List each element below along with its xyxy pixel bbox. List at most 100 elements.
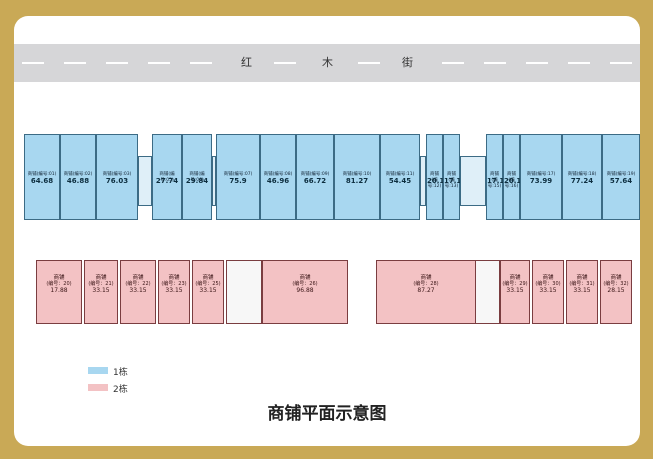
shop-unit-area: 64.68: [30, 177, 54, 185]
legend-label-building-1: 1栋: [113, 368, 128, 378]
shop-unit-name: 商铺: [542, 275, 554, 281]
shop-unit-building-1[interactable]: 商铺(编号:17)73.99: [520, 134, 562, 220]
shop-unit-name: 商铺: [576, 275, 588, 281]
shop-unit-building-1[interactable]: 商铺(编号:06)29.84: [182, 134, 212, 220]
shop-unit-number: 商铺(编号:17): [526, 172, 556, 177]
shop-unit-building-2[interactable]: 商铺(编号：26)96.88: [262, 260, 348, 324]
shop-unit-building-1[interactable]: 商铺(编号:16)20.13: [503, 134, 527, 220]
shop-unit-area: 87.27: [417, 287, 435, 294]
shop-unit-number: 商铺(编号:06): [189, 172, 205, 183]
shop-unit-number: (编号：23): [161, 281, 187, 287]
shop-unit-area: 27.74: [155, 177, 179, 185]
shop-unit-number: (编号：28): [413, 281, 439, 287]
shop-unit-number: (编号：21): [88, 281, 114, 287]
shop-unit-area: 57.64: [609, 177, 633, 185]
shop-unit-name: 商铺: [53, 275, 65, 281]
shop-unit-area: 33.15: [165, 287, 183, 294]
shop-unit-area: 17.88: [50, 287, 68, 294]
shop-unit-building-1[interactable]: 商铺(编号:09)66.72: [296, 134, 334, 220]
lane-marking: [610, 62, 632, 64]
shop-unit-building-2[interactable]: 商铺(编号：30)33.15: [532, 260, 564, 324]
shop-unit-name: 商铺: [299, 275, 311, 281]
shop-unit-building-1[interactable]: 商铺(编号:13)17.18: [443, 134, 467, 220]
shop-unit-area: 29.84: [185, 177, 209, 185]
shop-unit-area: 76.03: [105, 177, 129, 185]
shop-unit-number: 商铺(编号:07): [223, 172, 253, 177]
shop-unit-number: 商铺(编号:02): [63, 172, 93, 177]
shop-unit-building-1[interactable]: 商铺(编号:18)77.24: [562, 134, 602, 220]
stairwell: [420, 156, 426, 206]
shop-unit-building-2[interactable]: 商铺(编号：28)87.27: [376, 260, 476, 324]
shop-unit-name: 商铺: [509, 275, 521, 281]
shop-unit-area: 33.15: [129, 287, 147, 294]
shop-unit-number: (编号：26): [292, 281, 318, 287]
shop-unit-area: 73.99: [529, 177, 553, 185]
shop-unit-building-1[interactable]: 商铺(编号:02)46.88: [60, 134, 96, 220]
shop-unit-building-2[interactable]: 商铺(编号：25)33.15: [192, 260, 224, 324]
shop-unit-area: 46.96: [266, 177, 290, 185]
street-name-char: 街: [402, 56, 413, 69]
shop-unit-number: 商铺(编号:12): [427, 172, 442, 189]
lane-marking: [64, 62, 86, 64]
shop-unit-area: 17.18: [487, 177, 510, 185]
legend-swatch-building-2: [88, 384, 108, 391]
shop-unit-area: 66.72: [303, 177, 327, 185]
shop-unit-area: 33.15: [539, 287, 557, 294]
shop-unit-building-2[interactable]: 商铺(编号：21)33.15: [84, 260, 118, 324]
shop-unit-number: (编号：30): [535, 281, 561, 287]
shop-unit-number: 商铺(编号:11): [385, 172, 415, 177]
shop-unit-building-1[interactable]: 商铺(编号:15)17.18: [486, 134, 510, 220]
shop-unit-building-1[interactable]: 商铺(编号:03)76.03: [96, 134, 138, 220]
street-name-char: 木: [322, 56, 333, 69]
shop-unit-building-1[interactable]: 商铺(编号:19)57.64: [602, 134, 640, 220]
shop-unit-building-1[interactable]: 商铺(编号:12)20.13: [426, 134, 450, 220]
shop-unit-area: 28.15: [607, 287, 625, 294]
shop-unit-area: 96.88: [296, 287, 314, 294]
shop-unit-number: (编号：22): [125, 281, 151, 287]
stairwell: [138, 156, 152, 206]
shop-unit-number: (编号：32): [603, 281, 629, 287]
street: 红 木 街: [14, 44, 640, 82]
shop-unit-name: 商铺: [168, 275, 180, 281]
shop-unit-building-2[interactable]: 商铺(编号：20)17.88: [36, 260, 82, 324]
shop-unit-name: 商铺: [420, 275, 432, 281]
shop-unit-area: 54.45: [388, 177, 412, 185]
shop-unit-building-1[interactable]: 商铺(编号:10)81.27: [334, 134, 380, 220]
shop-unit-number: 商铺(编号:03): [102, 172, 132, 177]
shop-unit-building-1[interactable]: 商铺(编号:05)27.74: [152, 134, 182, 220]
shop-unit-number: (编号：25): [195, 281, 221, 287]
shop-unit-name: 商铺: [202, 275, 214, 281]
shop-unit-building-1[interactable]: 商铺(编号:11)54.45: [380, 134, 420, 220]
lane-marking: [526, 62, 548, 64]
passageway: [226, 260, 262, 324]
legend-swatch-building-1: [88, 367, 108, 374]
shop-unit-building-2[interactable]: 商铺(编号：22)33.15: [120, 260, 156, 324]
shop-unit-area: 17.18: [444, 177, 467, 185]
lane-marking: [22, 62, 44, 64]
shop-unit-building-2[interactable]: 商铺(编号：23)33.15: [158, 260, 190, 324]
shop-unit-number: 商铺(编号:16): [504, 172, 519, 189]
shop-unit-name: 商铺: [610, 275, 622, 281]
shop-unit-area: 81.27: [345, 177, 369, 185]
shop-unit-area: 46.88: [66, 177, 90, 185]
shop-unit-number: (编号：20): [46, 281, 72, 287]
shop-unit-name: 商铺: [132, 275, 144, 281]
shop-unit-building-1[interactable]: 商铺(编号:01)64.68: [24, 134, 60, 220]
shop-unit-area: 20.13: [504, 177, 527, 185]
shop-unit-area: 20.13: [427, 177, 450, 185]
shop-unit-number: 商铺(编号:08): [263, 172, 293, 177]
shop-unit-area: 77.24: [570, 177, 594, 185]
shop-unit-number: 商铺(编号:09): [300, 172, 330, 177]
shop-unit-building-2[interactable]: 商铺(编号：32)28.15: [600, 260, 632, 324]
stairwell: [212, 156, 216, 206]
stairwell: [460, 156, 486, 206]
shop-unit-building-1[interactable]: 商铺(编号:08)46.96: [260, 134, 296, 220]
shop-unit-building-2[interactable]: 商铺(编号：31)33.15: [566, 260, 598, 324]
shop-unit-building-1[interactable]: 商铺(编号:07)75.9: [216, 134, 260, 220]
shop-unit-building-2[interactable]: 商铺(编号：29)33.15: [500, 260, 530, 324]
lane-marking: [442, 62, 464, 64]
shop-unit-number: 商铺(编号:18): [567, 172, 597, 177]
lane-marking: [358, 62, 380, 64]
shop-unit-number: 商铺(编号:15): [487, 172, 502, 189]
